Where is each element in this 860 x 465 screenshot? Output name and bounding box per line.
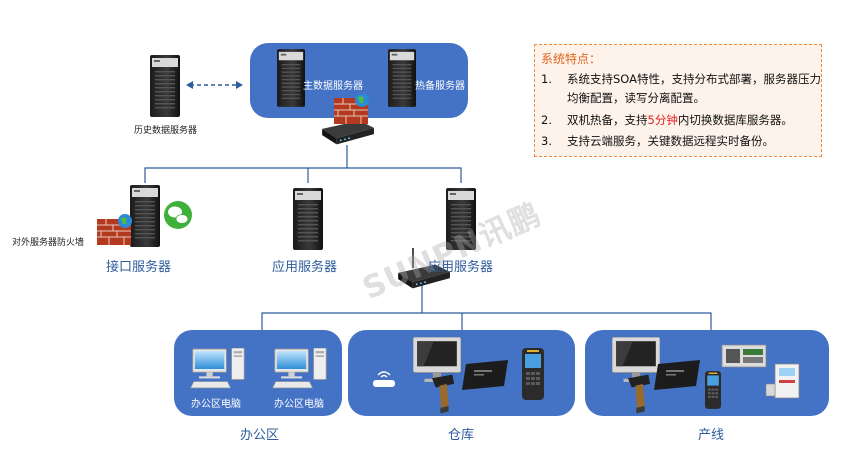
- industrial-machine-icon: [765, 363, 800, 399]
- warehouse-barcode-scanner-icon: [432, 374, 455, 414]
- office-pc-1-label: 办公区电脑: [191, 399, 241, 410]
- interface-server-label: 接口服务器: [106, 260, 172, 275]
- features-box: 系统特点： 1. 系统支持SOA特性，支持分布式部署，服务器压力均衡配置，读写分…: [534, 44, 822, 157]
- core-router-icon: [322, 120, 374, 145]
- zone-office-label: 办公区: [240, 428, 280, 443]
- hot-standby-server-icon: [388, 49, 416, 107]
- external-firewall-icon: [97, 214, 133, 246]
- firewall-label: 对外服务器防火墙: [12, 238, 85, 248]
- warehouse-terminal-icon: [413, 337, 461, 383]
- feature-item-1: 1. 系统支持SOA特性，支持分布式部署，服务器压力均衡配置，读写分离配置。: [541, 70, 823, 110]
- wifi-icon: [373, 371, 395, 387]
- feature-item-3: 3. 支持云端服务，关键数据远程实时备份。: [541, 132, 823, 152]
- history-server-label: 历史数据服务器: [134, 126, 198, 136]
- warehouse-rfid-reader-icon: [462, 360, 508, 390]
- production-barcode-scanner-icon: [628, 374, 651, 414]
- warehouse-pda-icon: [522, 348, 544, 400]
- feature-item-2: 2. 双机热备，支持5分钟内切换数据库服务器。: [541, 111, 823, 131]
- feature-item-2-text: 双机热备，支持5分钟内切换数据库服务器。: [567, 111, 825, 130]
- app-server-1-icon: [293, 188, 323, 250]
- feature-item-2-pre: 双机热备，支持: [567, 113, 648, 127]
- feature-item-1-num: 1.: [541, 72, 552, 86]
- main-db-server-label: 主数据服务器: [303, 81, 363, 92]
- office-pc-2-label: 办公区电脑: [274, 399, 324, 410]
- feature-item-2-highlight: 5分钟: [647, 113, 678, 127]
- plc-controller-icon: [721, 344, 767, 368]
- app-server-2-label: 应用服务器: [428, 260, 494, 275]
- app-server-1-label: 应用服务器: [272, 260, 338, 275]
- db-firewall-icon: [334, 94, 370, 124]
- zone-warehouse-label: 仓库: [448, 428, 475, 443]
- history-server-icon: [150, 55, 180, 117]
- feature-item-2-post: 内切换数据库服务器。: [677, 113, 793, 127]
- office-pc-2-icon: [272, 348, 327, 389]
- production-pda-icon: [705, 371, 721, 409]
- hot-standby-server-label: 热备服务器: [415, 81, 465, 92]
- production-rfid-reader-icon: [654, 360, 700, 390]
- feature-item-3-text: 支持云端服务，关键数据远程实时备份。: [567, 134, 774, 148]
- features-title: 系统特点：: [541, 52, 602, 66]
- interface-server-icon: [130, 185, 160, 247]
- office-pc-1-icon: [190, 348, 245, 389]
- wechat-icon: [164, 201, 192, 229]
- production-terminal-icon: [612, 337, 660, 383]
- feature-item-1-text: 系统支持SOA特性，支持分布式部署，服务器压力均衡配置，读写分离配置。: [567, 72, 822, 105]
- feature-item-2-num: 2.: [541, 113, 552, 127]
- main-db-server-icon: [277, 49, 305, 107]
- zone-production-label: 产线: [698, 428, 725, 443]
- feature-item-3-num: 3.: [541, 134, 552, 148]
